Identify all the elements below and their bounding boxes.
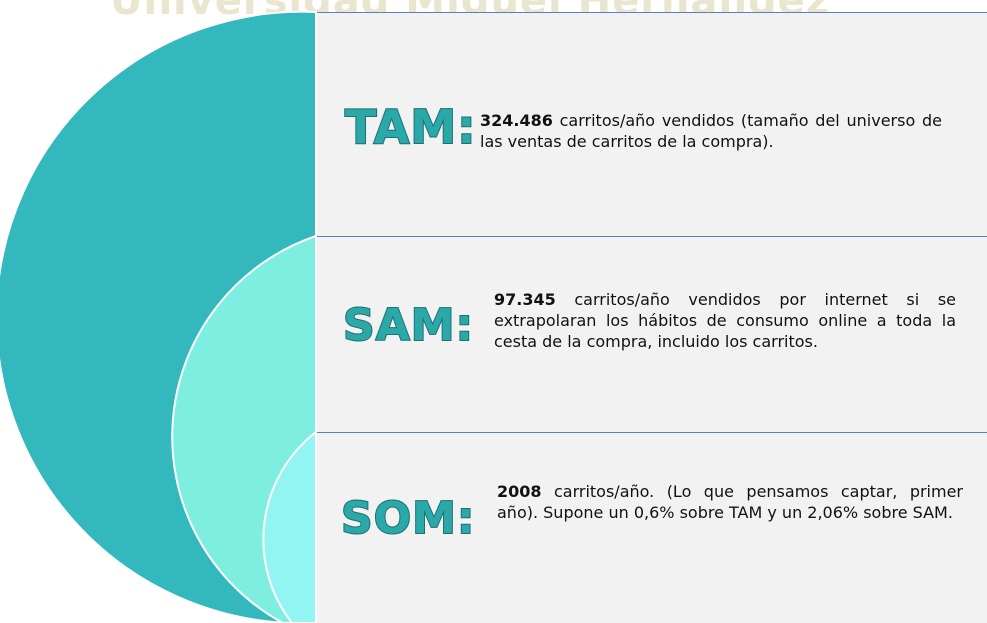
tam-text: carritos/año vendidos (tamaño del univer…	[480, 111, 942, 151]
som-circle	[262, 429, 317, 623]
som-text: carritos/año. (Lo que pensamos captar, p…	[497, 482, 963, 522]
sam-panel	[316, 236, 987, 432]
tam-label: TAM:	[344, 99, 477, 155]
som-label: SOM:	[340, 492, 476, 545]
sam-description: 97.345 carritos/año vendidos por interne…	[494, 289, 956, 352]
sam-value: 97.345	[494, 290, 556, 309]
som-panel	[316, 432, 987, 623]
som-description: 2008 carritos/año. (Lo que pensamos capt…	[497, 481, 963, 523]
som-value: 2008	[497, 482, 542, 501]
sam-label: SAM:	[342, 299, 475, 352]
tam-value: 324.486	[480, 111, 553, 130]
tam-description: 324.486 carritos/año vendidos (tamaño de…	[480, 110, 942, 152]
tam-panel	[316, 12, 987, 236]
sam-text: carritos/año vendidos por internet si se…	[494, 290, 956, 351]
